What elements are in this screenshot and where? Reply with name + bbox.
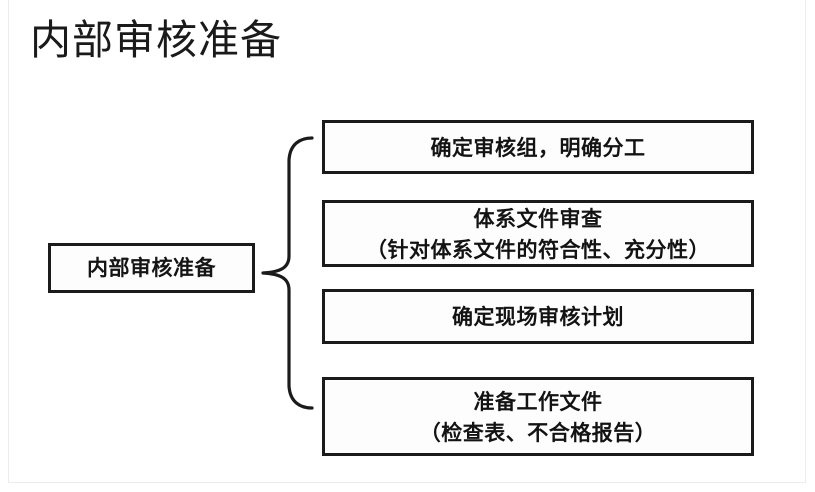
node-line: （针对体系文件的符合性、充分性）	[366, 236, 710, 262]
root-node-label: 内部审核准备	[87, 255, 216, 280]
node-line: 体系文件审查	[473, 205, 603, 231]
node-line: （检查表、不合格报告）	[419, 419, 657, 445]
node-box-3: 准备工作文件 （检查表、不合格报告）	[322, 377, 754, 456]
curly-brace-icon	[261, 136, 314, 410]
node-box-1: 体系文件审查 （针对体系文件的符合性、充分性）	[322, 200, 754, 267]
node-box-0: 确定审核组，明确分工	[322, 120, 754, 174]
node-line: 确定审核组，明确分工	[430, 134, 646, 160]
node-line: 确定现场审核计划	[452, 304, 624, 329]
node-line: 准备工作文件	[473, 388, 603, 414]
root-node-box: 内部审核准备	[48, 243, 255, 293]
node-box-2: 确定现场审核计划	[322, 289, 754, 344]
page-title: 内部审核准备	[30, 16, 282, 64]
